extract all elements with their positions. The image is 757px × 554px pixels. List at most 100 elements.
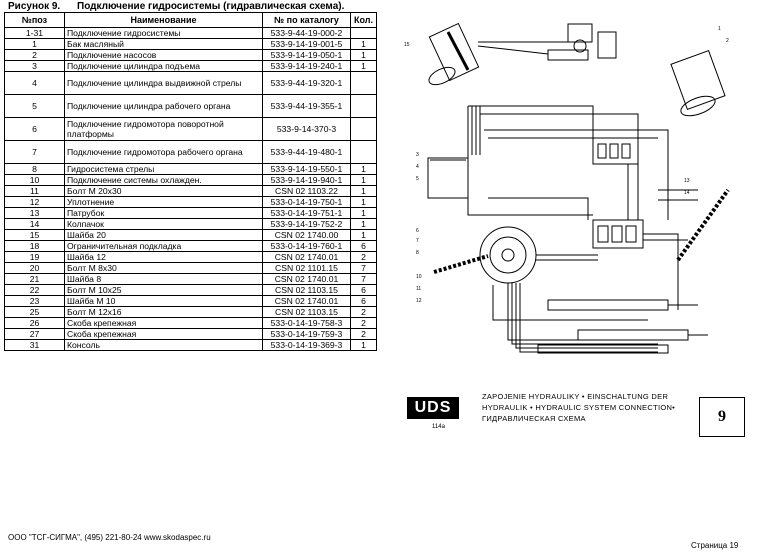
cell-catalog: CSN 02 1103.15 xyxy=(262,284,351,296)
cell-qty xyxy=(350,71,377,95)
cell-position: 2 xyxy=(4,49,65,61)
cell-name: Болт М 20х30 xyxy=(64,185,263,197)
cell-name: Подключение системы охлажден. xyxy=(64,174,263,186)
cell-name: Гидросистема стрелы xyxy=(64,163,263,175)
cell-qty: 1 xyxy=(350,339,377,351)
cell-position: 23 xyxy=(4,295,65,307)
cell-catalog: 533-9-14-19-940-1 xyxy=(262,174,351,186)
cooler-unit xyxy=(670,49,726,117)
figure-title: Подключение гидросистемы (гидравлическая… xyxy=(77,1,345,12)
cell-position: 5 xyxy=(4,94,65,118)
figure-label: Рисунок 9. xyxy=(8,1,61,12)
title-line-1: ZAPOJENIE HYDRAULIKY • EINSCHALTUNG DER xyxy=(482,392,669,401)
hydraulic-lines xyxy=(467,105,698,353)
rotary-platform xyxy=(479,226,537,284)
page-number: Страница 19 xyxy=(691,541,739,550)
cell-position: 6 xyxy=(4,117,65,141)
cell-catalog: 533-9-14-19-240-1 xyxy=(262,60,351,72)
cell-qty: 1 xyxy=(350,207,377,219)
cell-catalog: CSN 02 1103.22 xyxy=(262,185,351,197)
col-header-position: №поз xyxy=(4,12,65,28)
callout-14: 14 xyxy=(684,190,690,196)
cell-qty: 1 xyxy=(350,163,377,175)
cell-position: 1-31 xyxy=(4,27,65,39)
cell-catalog: 533-0-14-19-759-3 xyxy=(262,328,351,340)
callout-10: 10 xyxy=(416,274,422,280)
boom-cylinders xyxy=(537,299,708,354)
cell-catalog: CSN 02 1101.15 xyxy=(262,262,351,274)
cell-position: 31 xyxy=(4,339,65,351)
cell-catalog: 533-9-44-19-000-2 xyxy=(262,27,351,39)
cell-position: 25 xyxy=(4,306,65,318)
cell-name: Скоба крепежная xyxy=(64,317,263,329)
callout-4: 4 xyxy=(416,164,419,170)
callout-labels: 1 2 3 4 5 6 7 8 10 11 12 13 14 15 xyxy=(404,26,729,304)
cell-name: Скоба крепежная xyxy=(64,328,263,340)
cell-qty: 2 xyxy=(350,306,377,318)
cell-position: 15 xyxy=(4,229,65,241)
cell-catalog: 533-9-14-19-050-1 xyxy=(262,49,351,61)
cell-name: Подключение гидросистемы xyxy=(64,27,263,39)
cell-position: 11 xyxy=(4,185,65,197)
cell-qty: 6 xyxy=(350,295,377,307)
cell-name: Подключение цилиндра выдвижной стрелы xyxy=(64,71,263,95)
cell-catalog: 533-9-14-19-550-1 xyxy=(262,163,351,175)
uds-logo-subtext: 114a xyxy=(432,424,445,430)
cell-name: Шайба 20 xyxy=(64,229,263,241)
cell-position: 10 xyxy=(4,174,65,186)
cell-catalog: 533-9-44-19-480-1 xyxy=(262,140,351,164)
cell-name: Колпачок xyxy=(64,218,263,230)
valve-block-left xyxy=(427,157,469,199)
cell-qty: 2 xyxy=(350,328,377,340)
cell-qty: 1 xyxy=(350,229,377,241)
figure-caption: Рисунок 9. Подключение гидросистемы (гид… xyxy=(8,1,344,12)
title-block: UDS 114a ZAPOJENIE HYDRAULIKY • EINSCHAL… xyxy=(398,388,750,448)
callout-3: 3 xyxy=(416,152,419,158)
cell-catalog: CSN 02 1740.01 xyxy=(262,295,351,307)
cell-qty xyxy=(350,117,377,141)
callout-8: 8 xyxy=(416,250,419,256)
cell-name: Ограничительная подкладка xyxy=(64,240,263,252)
cell-qty: 1 xyxy=(350,49,377,61)
cell-position: 13 xyxy=(4,207,65,219)
cell-position: 22 xyxy=(4,284,65,296)
cell-catalog: 533-9-14-19-752-2 xyxy=(262,218,351,230)
cell-name: Шайба 8 xyxy=(64,273,263,285)
table-header-row: №поз Наименование № по каталогу Кол. xyxy=(4,12,377,28)
callout-15: 15 xyxy=(404,42,410,48)
cell-position: 26 xyxy=(4,317,65,329)
cell-qty: 6 xyxy=(350,284,377,296)
cell-catalog: 533-9-44-19-355-1 xyxy=(262,94,351,118)
callout-12: 12 xyxy=(416,298,422,304)
cell-position: 27 xyxy=(4,328,65,340)
cell-qty: 7 xyxy=(350,273,377,285)
cell-position: 19 xyxy=(4,251,65,263)
cell-qty: 2 xyxy=(350,251,377,263)
cell-catalog: CSN 02 1740.01 xyxy=(262,251,351,263)
cell-catalog: 533-0-14-19-750-1 xyxy=(262,196,351,208)
cell-qty: 1 xyxy=(350,174,377,186)
cell-qty xyxy=(350,140,377,164)
cell-position: 14 xyxy=(4,218,65,230)
cell-catalog: 533-9-44-19-320-1 xyxy=(262,71,351,95)
cell-name: Болт М 12х16 xyxy=(64,306,263,318)
cell-name: Подключение цилиндра рабочего органа xyxy=(64,94,263,118)
